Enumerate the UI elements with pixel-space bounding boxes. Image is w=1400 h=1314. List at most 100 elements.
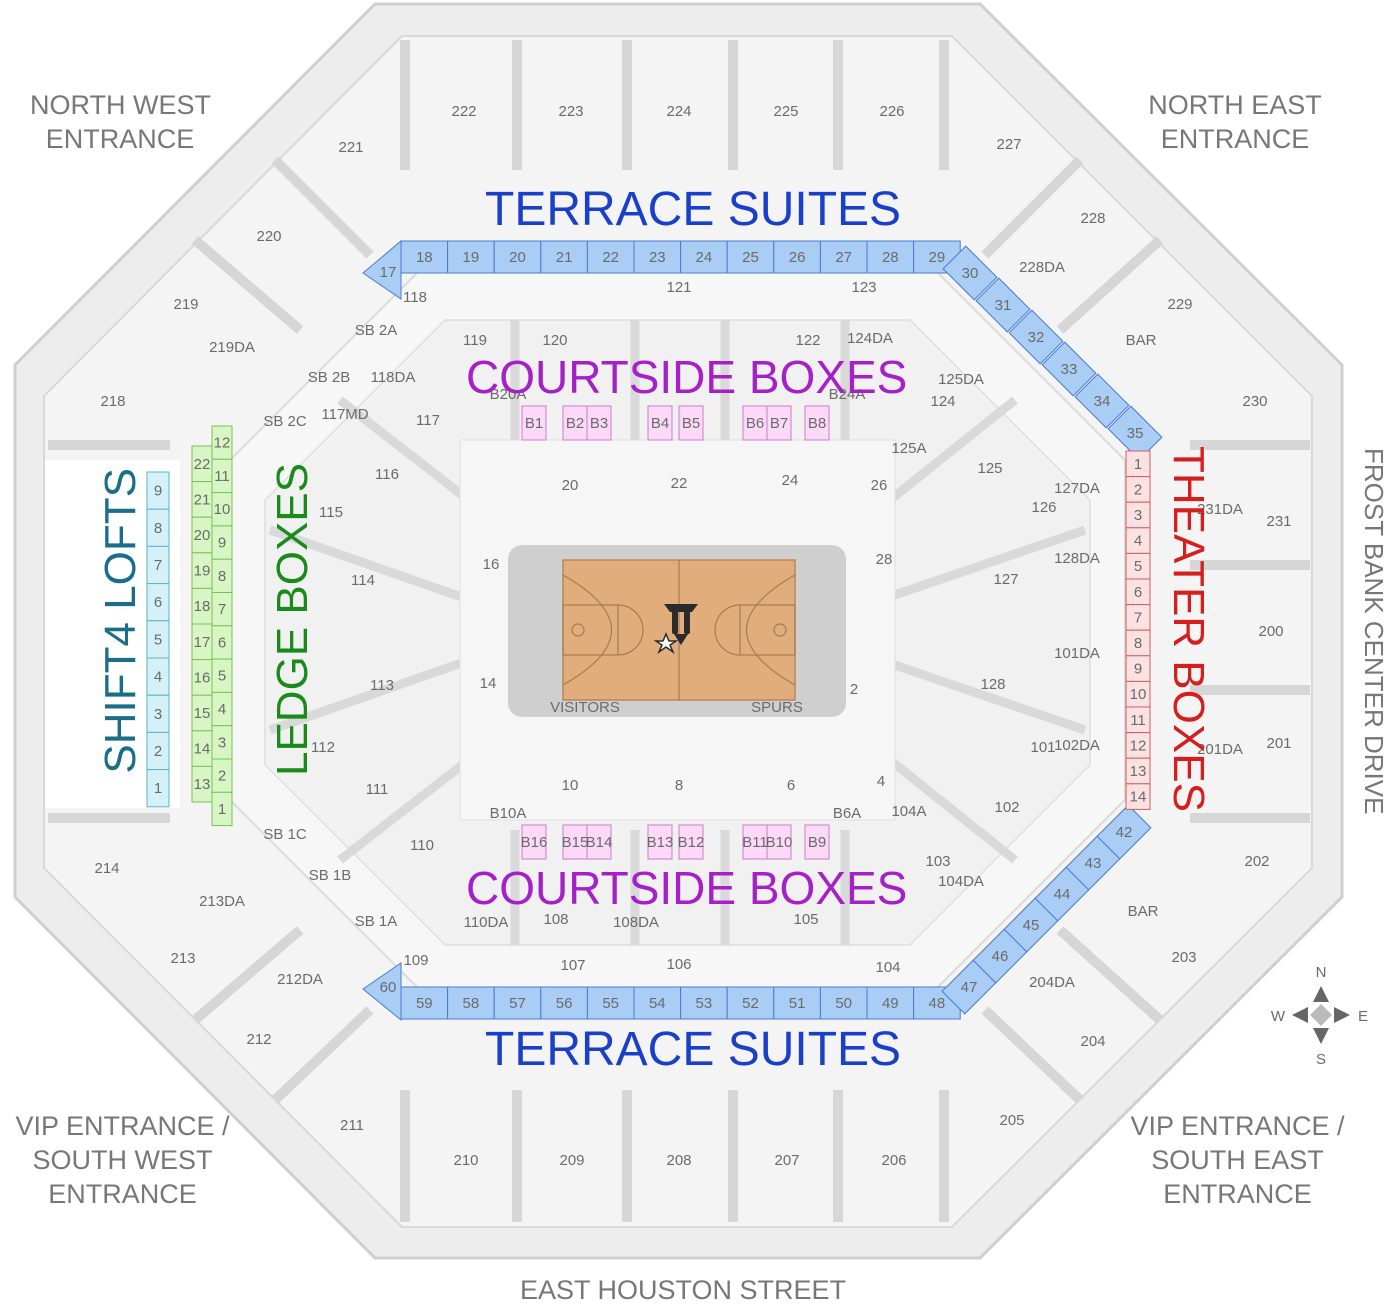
shift4-loft-3[interactable]: 3: [146, 694, 170, 733]
ledge-box-9[interactable]: 9: [211, 525, 233, 560]
shift4-loft-4[interactable]: 4: [146, 657, 170, 696]
ledge-box-11[interactable]: 11: [211, 458, 233, 494]
terrace-suite-21[interactable]: 21: [540, 240, 588, 274]
terrace-suite-56[interactable]: 56: [540, 986, 588, 1020]
terrace-suite-52[interactable]: 52: [726, 986, 775, 1020]
terrace-suite-28[interactable]: 28: [866, 240, 915, 274]
terrace-suite-57[interactable]: 57: [493, 986, 542, 1020]
theater-box-9[interactable]: 9: [1125, 655, 1151, 682]
terrace-suite-22[interactable]: 22: [586, 240, 635, 274]
compass-w-label: W: [1271, 1008, 1286, 1025]
courtside-box-B12[interactable]: B12: [678, 824, 705, 860]
ledge-box-1[interactable]: 1: [211, 791, 233, 827]
terrace-suite-42[interactable]: 42: [1096, 804, 1152, 860]
ledge-box-8[interactable]: 8: [211, 558, 233, 594]
theater-box-6-label: 6: [1134, 584, 1142, 601]
shift4-loft-2[interactable]: 2: [146, 731, 170, 771]
ledge-box-2[interactable]: 2: [211, 758, 233, 793]
courtside-box-B15[interactable]: B15: [562, 824, 589, 860]
theater-box-1[interactable]: 1: [1125, 450, 1151, 478]
terrace-suite-55[interactable]: 55: [586, 986, 635, 1020]
terrace-suite-44[interactable]: 44: [1034, 866, 1090, 922]
ledge-box-10[interactable]: 10: [211, 492, 233, 527]
theater-box-5[interactable]: 5: [1125, 552, 1151, 580]
terrace-suite-59[interactable]: 59: [400, 986, 449, 1020]
shift4-loft-8[interactable]: 8: [146, 508, 170, 547]
ledge-box-7[interactable]: 7: [211, 592, 233, 627]
terrace-suite-30[interactable]: 30: [942, 245, 998, 301]
terrace-suite-18[interactable]: 18: [400, 240, 449, 274]
terrace-suite-32[interactable]: 32: [1008, 309, 1064, 365]
ledge-box-20[interactable]: 20: [191, 516, 213, 554]
shift4-loft-9[interactable]: 9: [146, 471, 170, 510]
courtside-box-B12-label: B12: [678, 834, 705, 851]
theater-box-13[interactable]: 13: [1125, 757, 1151, 785]
terrace-suite-33[interactable]: 33: [1041, 341, 1097, 397]
terrace-suite-19[interactable]: 19: [447, 240, 495, 274]
terrace-suite-25[interactable]: 25: [726, 240, 775, 274]
theater-box-7[interactable]: 7: [1125, 604, 1151, 631]
theater-box-3[interactable]: 3: [1125, 501, 1151, 529]
terrace-suite-31[interactable]: 31: [975, 277, 1031, 333]
courtside-box-B5[interactable]: B5: [678, 405, 704, 441]
courtside-box-B4[interactable]: B4: [647, 405, 673, 441]
terrace-suite-58[interactable]: 58: [447, 986, 495, 1020]
ledge-box-18[interactable]: 18: [191, 587, 213, 625]
theater-box-14[interactable]: 14: [1125, 783, 1151, 810]
terrace-suite-23[interactable]: 23: [633, 240, 682, 274]
terrace-suite-49[interactable]: 49: [866, 986, 915, 1020]
courtside-box-B8[interactable]: B8: [804, 405, 830, 441]
ledge-box-12[interactable]: 12: [211, 425, 233, 460]
terrace-suite-51[interactable]: 51: [773, 986, 821, 1020]
terrace-suite-32-box: [1008, 309, 1064, 365]
shift4-loft-5[interactable]: 5: [146, 620, 170, 659]
ledge-box-15[interactable]: 15: [191, 694, 213, 732]
courtside-box-B1[interactable]: B1: [521, 405, 547, 441]
theater-box-6[interactable]: 6: [1125, 578, 1151, 606]
courtside-box-B9[interactable]: B9: [804, 824, 830, 860]
theater-box-11[interactable]: 11: [1125, 706, 1151, 734]
ledge-box-14[interactable]: 14: [191, 730, 213, 767]
ledge-box-21[interactable]: 21: [191, 481, 213, 518]
ledge-box-13[interactable]: 13: [191, 765, 213, 803]
theater-box-2[interactable]: 2: [1125, 476, 1151, 503]
ledge-box-6[interactable]: 6: [211, 625, 233, 660]
courtside-box-B16[interactable]: B16: [521, 824, 548, 860]
ledge-box-5[interactable]: 5: [211, 658, 233, 693]
courtside-box-B2[interactable]: B2: [562, 405, 588, 441]
theater-box-10[interactable]: 10: [1125, 680, 1151, 708]
terrace-suite-34[interactable]: 34: [1074, 373, 1130, 429]
ledge-box-3-label: 3: [218, 734, 226, 751]
theater-box-3-box: [1125, 501, 1151, 529]
terrace-suite-20[interactable]: 20: [493, 240, 542, 274]
shift4-loft-6[interactable]: 6: [146, 583, 170, 622]
theater-box-12[interactable]: 12: [1125, 732, 1151, 759]
lower-section-122: 122: [795, 332, 820, 349]
courtside-box-B6[interactable]: B6: [742, 405, 768, 441]
courtside-box-B3[interactable]: B3: [586, 405, 612, 441]
ledge-box-17[interactable]: 17: [191, 623, 213, 661]
lower-section-110: 110: [410, 837, 434, 854]
courtside-box-B14[interactable]: B14: [586, 824, 613, 860]
courtside-box-B10[interactable]: B10: [766, 824, 793, 860]
ledge-box-16[interactable]: 16: [191, 659, 213, 696]
terrace-suite-24[interactable]: 24: [680, 240, 728, 274]
shift4-loft-7[interactable]: 7: [146, 545, 170, 585]
terrace-suite-35[interactable]: 35: [1107, 405, 1163, 461]
terrace-suite-54[interactable]: 54: [633, 986, 682, 1020]
shift4-loft-1[interactable]: 1: [146, 769, 170, 808]
ledge-box-3[interactable]: 3: [211, 725, 233, 760]
theater-box-8[interactable]: 8: [1125, 629, 1151, 657]
floor-section-26: 26: [871, 477, 888, 494]
theater-box-4[interactable]: 4: [1125, 527, 1151, 554]
courtside-box-B7[interactable]: B7: [766, 405, 792, 441]
terrace-suite-27[interactable]: 27: [819, 240, 868, 274]
terrace-suite-53[interactable]: 53: [680, 986, 728, 1020]
courtside-box-B13[interactable]: B13: [647, 824, 674, 860]
terrace-suite-26[interactable]: 26: [773, 240, 821, 274]
ledge-box-19[interactable]: 19: [191, 552, 213, 589]
courtside-box-B11[interactable]: B11: [742, 824, 768, 860]
terrace-suite-50[interactable]: 50: [819, 986, 868, 1020]
ledge-box-4[interactable]: 4: [211, 691, 233, 727]
ledge-box-22[interactable]: 22: [191, 445, 213, 483]
